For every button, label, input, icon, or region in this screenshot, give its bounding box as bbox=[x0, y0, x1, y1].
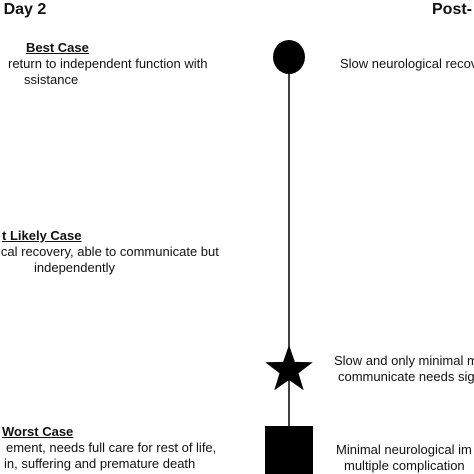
worst-case-title: Worst Case bbox=[2, 424, 74, 439]
heading-right: Post- bbox=[432, 1, 472, 18]
heading-left: ry Day 2 bbox=[0, 1, 47, 18]
best-case-line-1: return to independent function with bbox=[8, 56, 208, 71]
worst-outcome-text: Minimal neurological im multiple complic… bbox=[336, 442, 472, 474]
likely-case-line-1: ical recovery, able to communicate but bbox=[0, 244, 219, 259]
likely-case-star-marker bbox=[265, 345, 313, 391]
likely-case-block: t Likely Case ical recovery, able to com… bbox=[0, 228, 219, 276]
likely-case-line-2: independently bbox=[34, 260, 115, 275]
best-outcome-text: Slow neurological recovery bbox=[340, 56, 474, 72]
worst-case-line-2: in, suffering and premature death bbox=[4, 456, 196, 471]
best-outcome-line-1: Slow neurological recovery bbox=[340, 56, 474, 71]
likely-outcome-line-2: communicate needs signi bbox=[338, 369, 474, 384]
worst-case-square-marker bbox=[265, 426, 313, 474]
best-case-line-2: ssistance bbox=[24, 72, 79, 87]
worst-case-line-1: ement, needs full care for rest of life, bbox=[6, 440, 217, 455]
best-case-title: Best Case bbox=[26, 40, 89, 55]
best-case-circle-marker bbox=[273, 40, 305, 74]
best-case-block: Best Case return to independent function… bbox=[8, 40, 207, 88]
likely-outcome-text: Slow and only minimal m communicate need… bbox=[334, 353, 474, 385]
worst-outcome-line-1: Minimal neurological im bbox=[336, 442, 472, 457]
likely-outcome-line-1: Slow and only minimal m bbox=[334, 353, 474, 368]
worst-case-block: Worst Case ement, needs full care for re… bbox=[0, 424, 216, 472]
likely-case-title: t Likely Case bbox=[2, 228, 82, 243]
worst-outcome-line-2: multiple complication bbox=[344, 458, 465, 473]
